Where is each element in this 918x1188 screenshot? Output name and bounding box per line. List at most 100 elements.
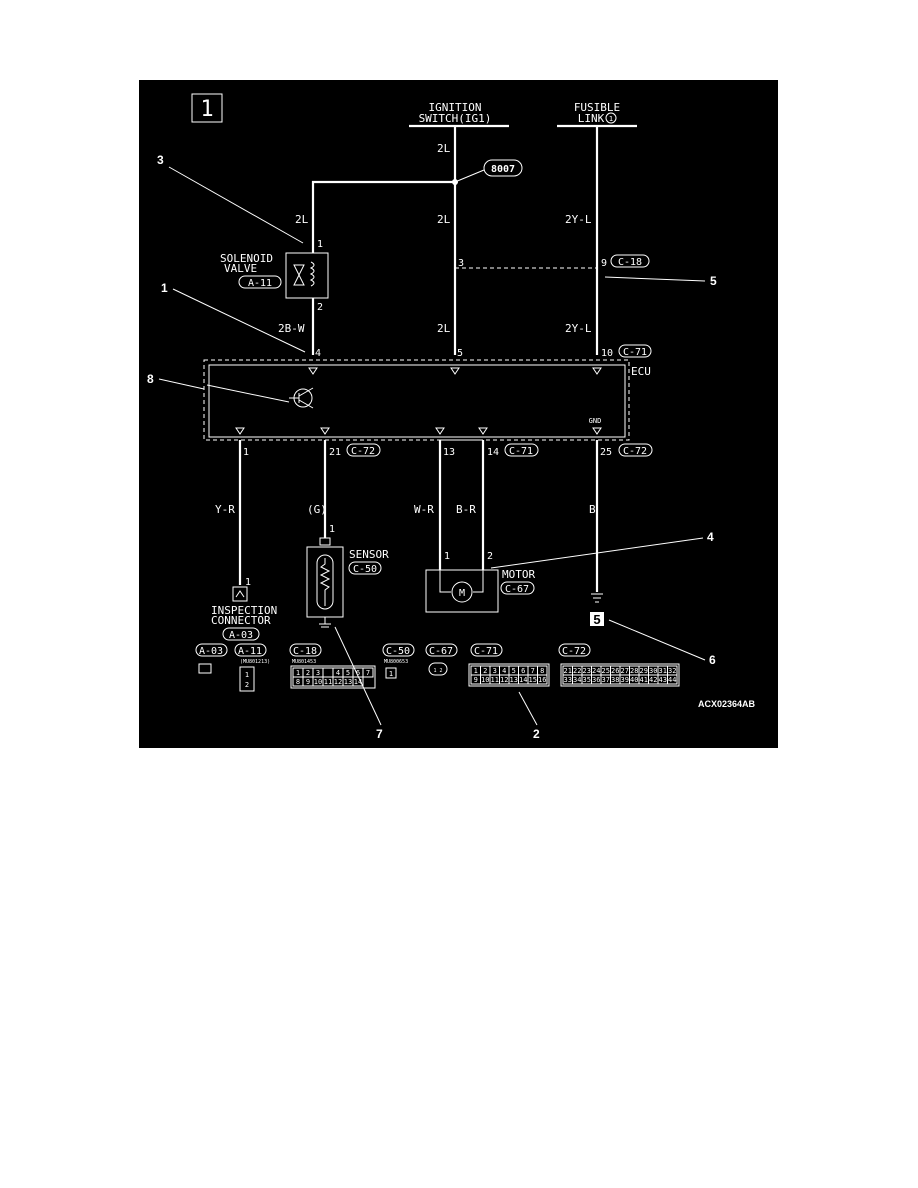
page-number-box — [191, 93, 223, 123]
c71-legend-pin: 3 — [493, 667, 497, 675]
ecu-pin-4: 4 — [315, 348, 321, 359]
wire-color-fusible-low: 2Y-L — [565, 322, 592, 335]
motor-connector: C-67 — [505, 584, 529, 595]
callout-2: 2 — [533, 727, 540, 741]
c71-legend-pin: 10 — [481, 676, 489, 684]
ignition-switch-label-2: SWITCH(IG1) — [419, 112, 492, 125]
ecu-gnd-label: GND — [589, 417, 602, 425]
solenoid-valve-symbol-bottom — [293, 273, 305, 286]
c72-legend-pin: 35 — [583, 676, 591, 684]
c18-legend-pin: 11 — [324, 678, 332, 686]
fusible-link-number: 1 — [609, 115, 613, 123]
svg-text:1: 1 — [245, 671, 249, 679]
c72-legend-pin: 44 — [668, 676, 676, 684]
sensor-resistor-icon — [319, 558, 331, 606]
legend-a03-icon — [198, 663, 212, 674]
page-number: 1 — [200, 97, 213, 122]
solenoid-valve-symbol-top — [293, 264, 305, 277]
c72-legend-pin: 28 — [630, 667, 638, 675]
legend-c50-part: MU800653 — [384, 659, 408, 665]
solenoid-connector: A-11 — [248, 278, 272, 289]
ecu-pin-10: 10 — [601, 348, 613, 359]
wire-color-motor-2: B-R — [456, 503, 476, 516]
c72-legend-pin: 34 — [573, 676, 581, 684]
c18-legend-pin: 4 — [336, 669, 340, 677]
c71-legend-pin: 7 — [531, 667, 535, 675]
callout-1: 1 — [161, 281, 168, 295]
c72-legend-pin: 43 — [659, 676, 667, 684]
svg-text:1: 1 — [389, 670, 393, 678]
figure-code: ACX02364AB — [698, 699, 756, 709]
callout-5: 5 — [710, 274, 717, 288]
inspection-label-1: INSPECTION — [211, 604, 277, 617]
solenoid-label-1: SOLENOID — [220, 252, 273, 265]
ecu-pin-1: 1 — [243, 447, 249, 458]
c71-connector-tag-14: C-71 — [509, 446, 533, 457]
wiring-diagram: 1 IGNITION SWITCH(IG1) FUSIBLE LINK 1 2L… — [139, 80, 778, 748]
c18-legend-pin: 12 — [334, 678, 342, 686]
c72-legend-pin: 29 — [640, 667, 648, 675]
c72-connector-tag-21: C-72 — [351, 446, 375, 457]
c72-legend-pin: 40 — [630, 676, 638, 684]
c18-legend-pin: 1 — [296, 669, 300, 677]
sensor-box — [306, 546, 344, 618]
c72-legend-cell — [667, 674, 678, 685]
c72-legend-pin: 42 — [649, 676, 657, 684]
wire-color-ig-low: 2L — [437, 322, 451, 335]
c71-connector-tag-top: C-71 — [623, 347, 647, 358]
legend-a11: A-11 — [238, 646, 262, 657]
motor-icon — [451, 581, 473, 603]
wire-color-ig-top: 2L — [437, 142, 451, 155]
callout-7: 7 — [376, 727, 383, 741]
c18-legend-pin: 10 — [314, 678, 322, 686]
c71-legend-pin: 1 — [474, 667, 478, 675]
c72-legend-pin: 33 — [564, 676, 572, 684]
solenoid-feed-wire — [311, 180, 455, 242]
c71-legend-cell — [537, 674, 548, 685]
inspection-connector: A-03 — [229, 630, 253, 641]
c72-legend-pin: 30 — [649, 667, 657, 675]
ecu-pin-14: 14 — [487, 447, 499, 458]
c72-legend-frame — [560, 663, 680, 687]
c72-legend-pin: 41 — [640, 676, 648, 684]
solenoid-pin-2: 2 — [317, 302, 323, 313]
legend-c72: C-72 — [562, 646, 586, 657]
sensor-connector: C-50 — [353, 564, 377, 575]
c71-legend-pin: 8 — [540, 667, 544, 675]
c71-legend-pin: 9 — [474, 676, 478, 684]
solenoid-label-2: VALVE — [224, 262, 257, 275]
legend-c71: C-71 — [474, 646, 498, 657]
c71-legend-pin: 16 — [538, 676, 546, 684]
c71-legend-pin: 6 — [521, 667, 525, 675]
c72-legend-pin: 26 — [611, 667, 619, 675]
inspection-pin-1: 1 — [245, 577, 251, 588]
fusible-link-label-2: LINK — [578, 112, 605, 125]
splice-label: 8007 — [491, 164, 515, 175]
c18-legend-cell — [362, 667, 374, 678]
c18-legend-cell — [352, 676, 364, 687]
motor-pin-1: 1 — [444, 551, 450, 562]
ecu-label: ECU — [631, 365, 651, 378]
legend-c67-icon — [428, 662, 448, 676]
wire-color-motor-1: W-R — [414, 503, 434, 516]
wire-color-solenoid-out: 2B-W — [278, 322, 305, 335]
c72-legend-pin: 36 — [592, 676, 600, 684]
motor-box — [425, 569, 499, 613]
wire-color-sensor: (G) — [307, 503, 327, 516]
c72-legend-pin: 23 — [583, 667, 591, 675]
c72-connector-tag-25: C-72 — [623, 446, 647, 457]
c72-legend-pin: 38 — [611, 676, 619, 684]
legend-a11-part: (MU801213) — [240, 659, 270, 665]
c18-legend-pin: 6 — [356, 669, 360, 677]
ecu-pin-25: 25 — [600, 447, 612, 458]
ecu-pin-13: 13 — [443, 447, 455, 458]
callout-3: 3 — [157, 153, 164, 167]
motor-pin-2: 2 — [487, 551, 493, 562]
wire-color-ground: B — [589, 503, 596, 516]
ecu-pin-5: 5 — [457, 348, 463, 359]
c72-legend-pin: 32 — [668, 667, 676, 675]
c72-legend-pin: 37 — [602, 676, 610, 684]
ground-number: 5 — [593, 612, 600, 627]
